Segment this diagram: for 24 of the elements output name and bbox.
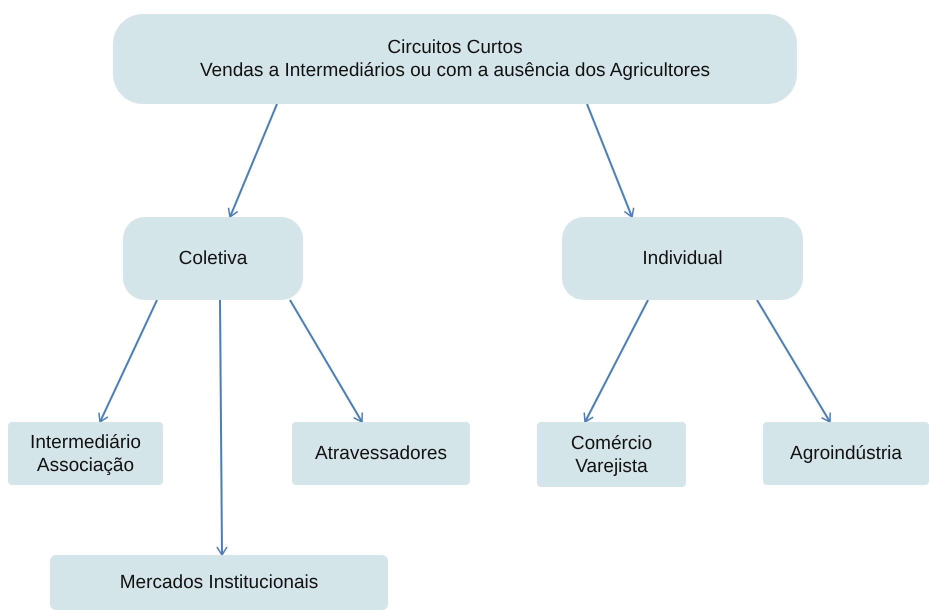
arrow bbox=[586, 104, 634, 218]
arrow bbox=[228, 104, 278, 218]
arrow bbox=[756, 299, 831, 423]
arrow bbox=[289, 300, 363, 423]
node-label: Circuitos Curtos bbox=[387, 36, 523, 59]
arrow bbox=[583, 300, 649, 423]
node-label: Comércio Varejista bbox=[570, 432, 654, 478]
node-label: Individual bbox=[642, 247, 723, 270]
node-label: Vendas a Intermediários ou com a ausência dos Agricultores bbox=[200, 59, 710, 82]
node-label: Mercados Institucionais bbox=[120, 571, 318, 594]
channel-box bbox=[8, 422, 163, 485]
channel-box bbox=[50, 555, 388, 610]
arrow bbox=[216, 300, 228, 556]
category-box bbox=[562, 217, 803, 300]
node-label: Coletiva bbox=[178, 247, 248, 270]
arrow bbox=[98, 300, 158, 423]
channel-box bbox=[763, 422, 929, 485]
node-label: Agroindústria bbox=[790, 442, 902, 465]
title-box bbox=[113, 14, 797, 104]
node-label: Atravessadores bbox=[314, 442, 447, 465]
category-box bbox=[123, 217, 303, 300]
channel-box bbox=[292, 422, 470, 485]
channel-box bbox=[537, 422, 686, 487]
node-label: Intermediário Associação bbox=[29, 430, 142, 476]
